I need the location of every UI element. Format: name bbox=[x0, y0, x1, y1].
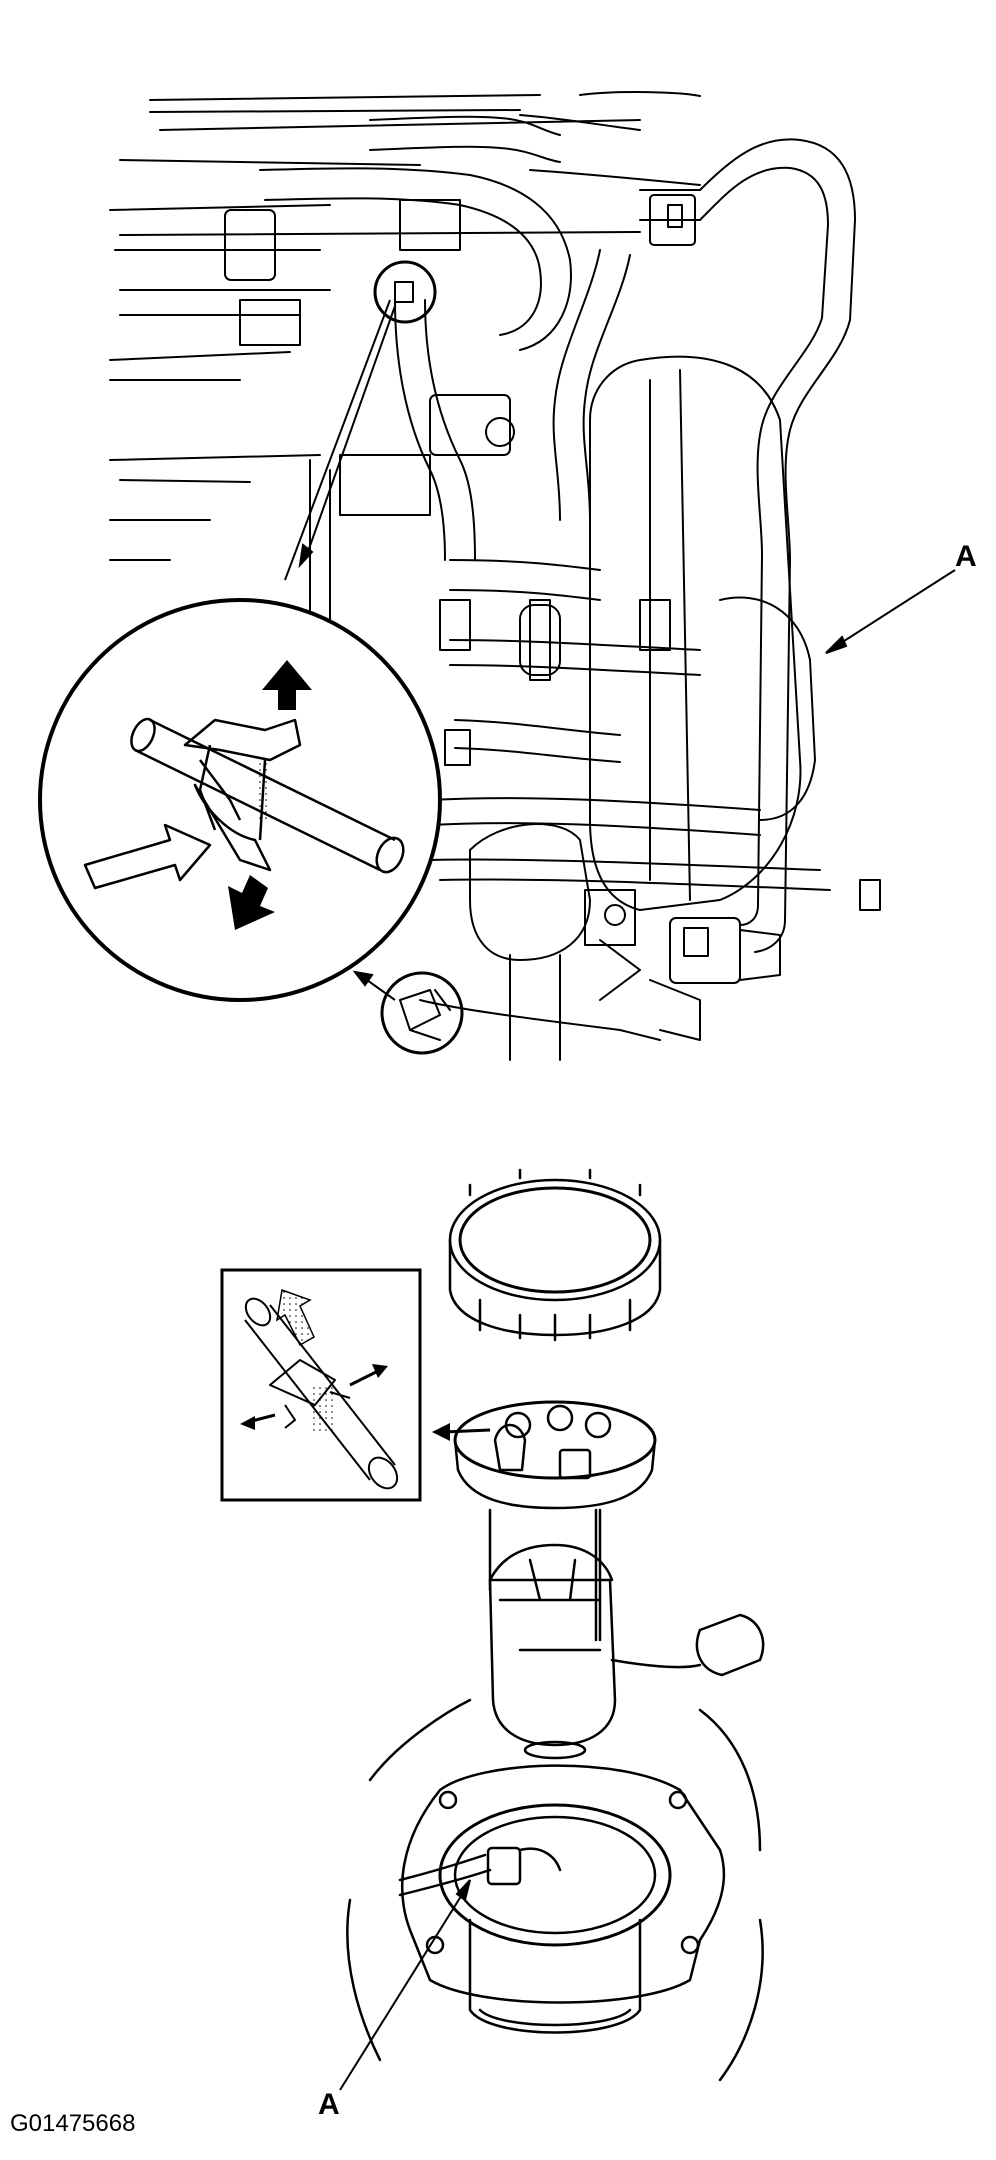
release-right-arrow-icon bbox=[349, 1364, 388, 1387]
push-arrow-icon bbox=[83, 823, 212, 890]
fuel-pump-assembly bbox=[346, 1168, 765, 2082]
clip-detail-magnifier bbox=[38, 598, 442, 1002]
engine-bay-illustration bbox=[109, 91, 881, 1061]
label-a-top-leader bbox=[825, 569, 956, 654]
clip-inset-box bbox=[220, 1268, 422, 1502]
release-arrow-icon bbox=[228, 875, 275, 930]
lift-arrow-icon bbox=[262, 660, 312, 710]
inset-leader-arrow bbox=[432, 1423, 491, 1441]
slide-arrow-icon bbox=[275, 1288, 315, 1347]
label-a-bottom: A bbox=[318, 2088, 340, 2121]
label-a-top: A bbox=[955, 540, 977, 573]
callout-leader-lines bbox=[284, 299, 396, 1001]
figure-code: G01475668 bbox=[10, 2110, 136, 2137]
release-left-arrow-icon bbox=[240, 1413, 276, 1430]
label-a-bottom-leader bbox=[339, 1879, 471, 2091]
